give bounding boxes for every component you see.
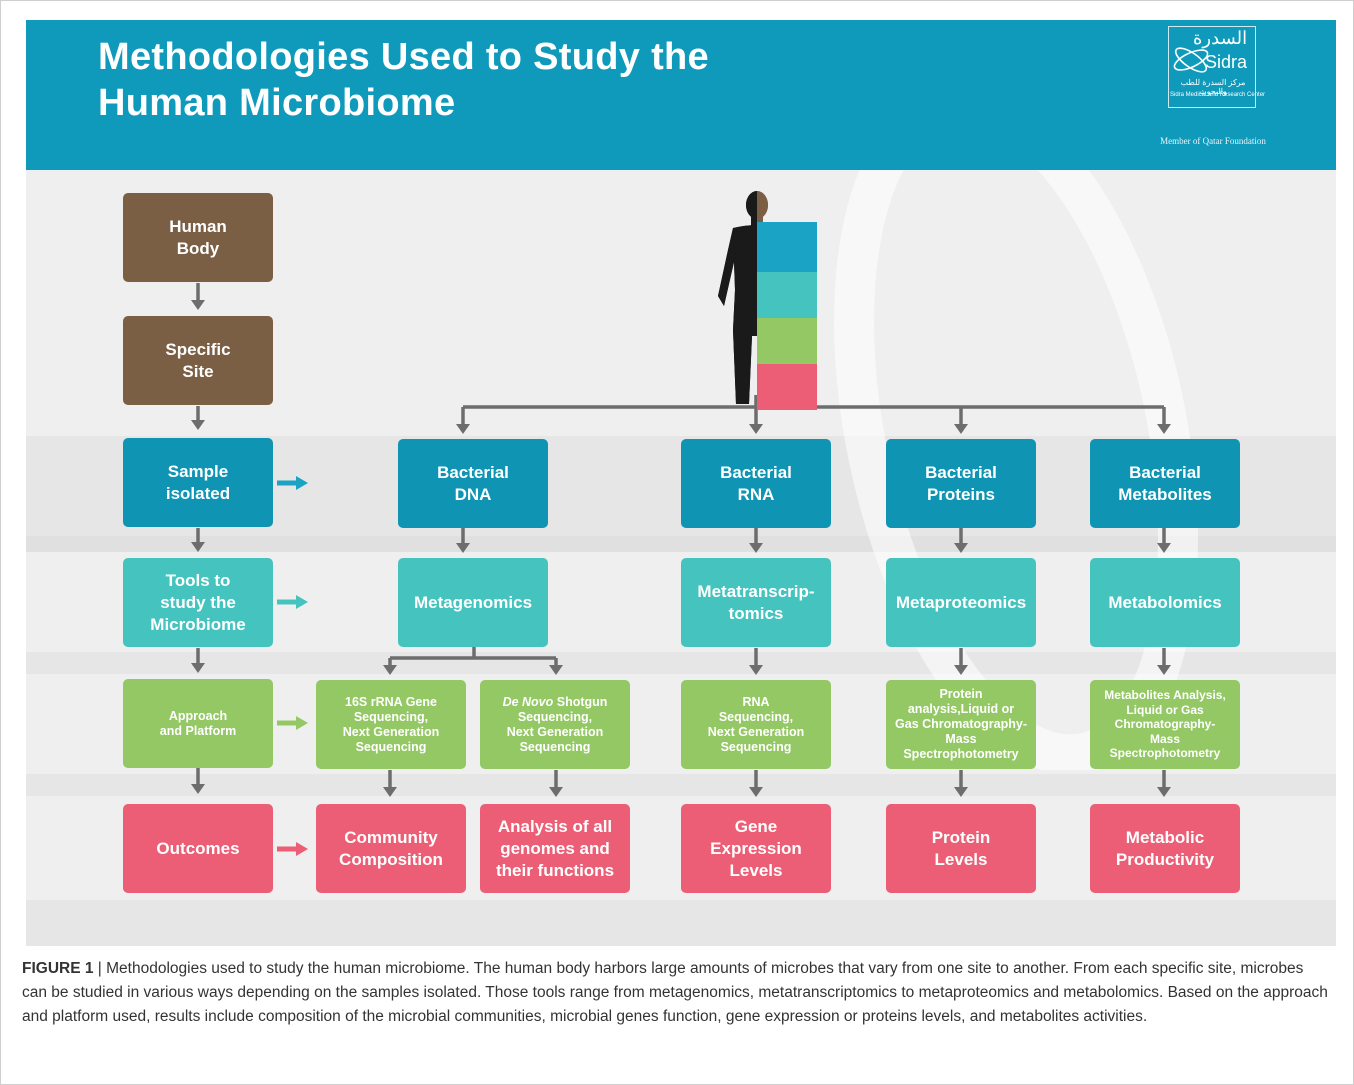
arrowhead [191,420,205,430]
de-novo-rest: Shotgun Sequencing, Next Generation Sequ… [506,694,608,754]
arrowhead [954,424,968,434]
arrowhead [296,716,308,730]
caption-text: | Methodologies used to study the human … [22,960,1328,1025]
community-composition-box: Community Composition [316,804,466,893]
arrowhead [296,595,308,609]
arrowhead [1157,543,1171,553]
logo-arabic-name: السدرة [1193,28,1248,48]
metagenomics-box: Metagenomics [398,558,548,647]
sidra-logo: السدرة Sidra مركز السدرة للطب والبحوث Si… [1143,26,1283,146]
16s-rrna-box: 16S rRNA Gene Sequencing, Next Generatio… [316,680,466,769]
arrowhead [1157,424,1171,434]
metabolic-productivity-box: Metabolic Productivity [1090,804,1240,893]
arrowhead [954,543,968,553]
de-novo-italic: De Novo [502,694,554,709]
bacterial-proteins-box: Bacterial Proteins [886,439,1036,528]
logo-frame [1168,26,1256,108]
protein-analysis-box: Protein analysis,Liquid or Gas Chromatog… [886,680,1036,769]
row-band [26,900,1336,946]
arrowhead [191,784,205,794]
tools-box: Tools to study the Microbiome [123,558,273,647]
figure-caption: FIGURE 1 | Methodologies used to study t… [22,957,1332,1029]
arrowhead [191,663,205,673]
arrowhead [954,665,968,675]
metabolomics-box: Metabolomics [1090,558,1240,647]
arrowhead [296,842,308,856]
arrowhead [549,665,563,675]
row-band [26,536,1336,552]
arrowhead [1157,665,1171,675]
protein-levels-box: Protein Levels [886,804,1036,893]
arrowhead [749,543,763,553]
de-novo-shotgun-box: De Novo Shotgun Sequencing, Next Generat… [480,680,630,769]
arrowhead [456,424,470,434]
genome-analysis-box: Analysis of all genomes and their functi… [480,804,630,893]
metabolites-analysis-box: Metabolites Analysis, Liquid or Gas Chro… [1090,680,1240,769]
metatranscriptomics-box: Metatranscrip- tomics [681,558,831,647]
row-band [26,774,1336,796]
arrowhead [383,787,397,797]
bacterial-rna-box: Bacterial RNA [681,439,831,528]
outcomes-box: Outcomes [123,804,273,893]
sample-isolated-box: Sample isolated [123,438,273,527]
arrowhead [954,787,968,797]
logo-english-subtitle: Sidra Medical and Research Center [1170,92,1266,98]
metaproteomics-box: Metaproteomics [886,558,1036,647]
row-band [26,652,1336,674]
logo-arabic-subtitle: مركز السدرة للطب والبحوث [1180,78,1246,96]
title-line-2: Human Microbiome [98,82,456,124]
arrowhead [749,665,763,675]
arrowhead [296,476,308,490]
specific-site-box: Specific Site [123,316,273,405]
right-arrows [277,476,308,856]
caption-label: FIGURE 1 [22,960,94,977]
logo-member-text: Member of Qatar Foundation [1160,136,1266,146]
rna-sequencing-box: RNA Sequencing, Next Generation Sequenci… [681,680,831,769]
arrowhead [191,300,205,310]
title-line-1: Methodologies Used to Study the [98,36,709,78]
arrowhead [383,665,397,675]
title-banner [26,20,1336,170]
logo-name: Sidra [1205,52,1248,72]
arrowhead [191,542,205,552]
orbit-icon [1173,47,1209,73]
arrowhead [749,787,763,797]
arrowhead [456,543,470,553]
watermark-icon [834,170,1198,770]
gene-expression-box: Gene Expression Levels [681,804,831,893]
bacterial-dna-box: Bacterial DNA [398,439,548,528]
arrowhead [749,424,763,434]
arrowhead [549,787,563,797]
diagram-title: Methodologies Used to Study the Human Mi… [98,34,878,126]
bacterial-metabolites-box: Bacterial Metabolites [1090,439,1240,528]
approach-box: Approach and Platform [123,679,273,768]
arrowhead [1157,787,1171,797]
human-body-box: Human Body [123,193,273,282]
